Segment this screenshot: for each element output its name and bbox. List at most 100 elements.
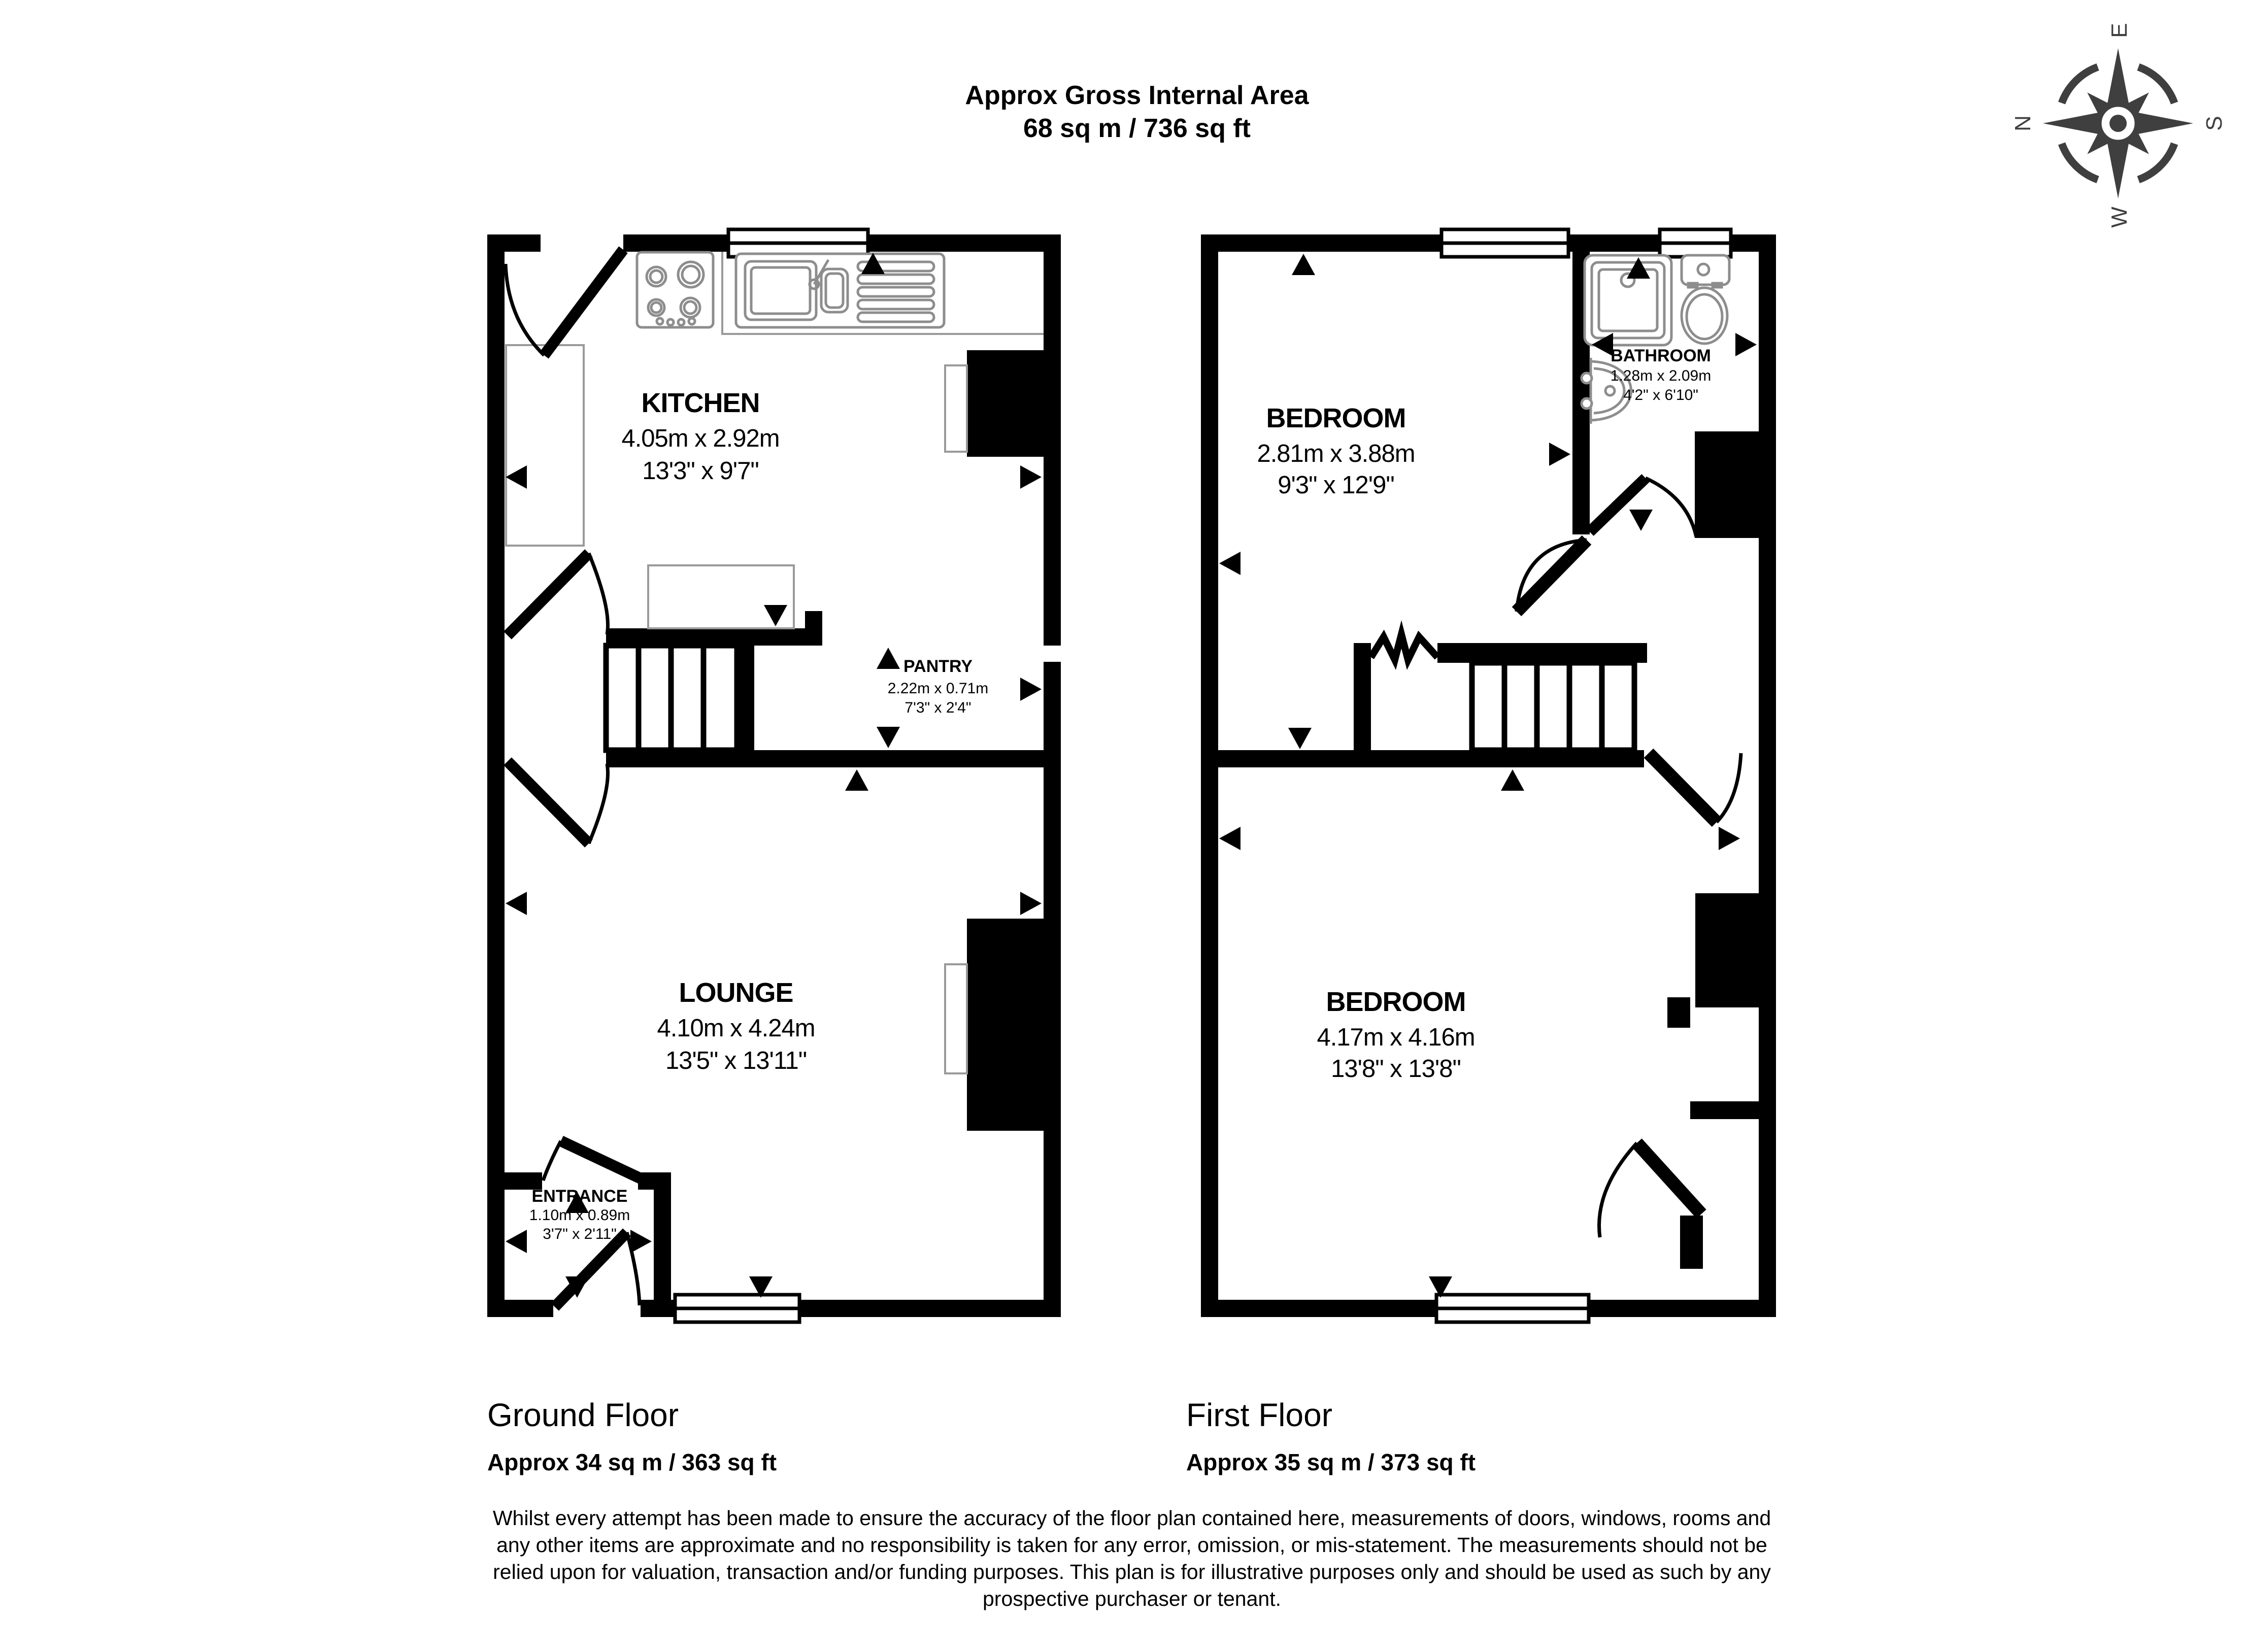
gf-hall-door-lower (504, 757, 610, 848)
first-floor-plan: BEDROOM 2.81m x 3.88m 9'3" x 12'9" BATHR… (1201, 227, 1776, 1324)
bedroom1-dim-metric: 2.81m x 3.88m (1257, 440, 1415, 467)
compass-hub-dot (2109, 115, 2127, 132)
gf-entrance-wall-left-stub (505, 1172, 542, 1190)
gf-arrow-down-pantry (877, 727, 900, 748)
ff-arrow-up-shower (1627, 257, 1650, 279)
gf-staircase (603, 643, 740, 753)
gf-arrow-right-kitchen (1020, 465, 1042, 489)
ff-arrow-down-divider (1288, 728, 1312, 749)
compass-ring-arc (2058, 142, 2099, 184)
ff-landing-wall-stub (1354, 643, 1371, 750)
ff-wall-left (1201, 234, 1218, 1317)
gf-arrow-up-kitchen (861, 253, 885, 274)
gf-front-door (551, 1228, 642, 1311)
bedroom1-label: BEDROOM (1266, 403, 1406, 433)
gf-arrow-right-pantry (1020, 678, 1042, 701)
ff-bedroom1-window (1439, 227, 1570, 259)
gf-kitchen-cupboard (505, 344, 585, 547)
ff-arrow-down-bathroom-door (1629, 510, 1653, 531)
pantry-label: PANTRY (903, 657, 973, 676)
ground-floor-caption: Ground Floor (487, 1397, 679, 1433)
entrance-dim-metric: 1.10m x 0.89m (529, 1207, 630, 1224)
ff-bedroom1-door (1512, 535, 1592, 617)
ff-arrow-up-bedroom1 (1292, 254, 1315, 275)
gf-arrow-up-entrance (565, 1192, 589, 1213)
bathroom-dim-imperial: 4'2" x 6'10" (1623, 387, 1698, 403)
bathroom-dim-metric: 1.28m x 2.09m (1611, 367, 1711, 384)
bedroom2-dim-metric: 4.17m x 4.16m (1317, 1024, 1474, 1051)
ff-arrow-right-bathroom (1735, 333, 1757, 356)
gf-lounge-chimney-breast (967, 919, 1061, 1131)
compass-ring-arc (2058, 63, 2099, 105)
ff-bedroom2-door (1644, 748, 1743, 827)
disclaimer-line-4: prospective purchaser or tenant. (983, 1587, 1281, 1610)
ff-arrow-down-bedroom2 (1429, 1276, 1452, 1298)
ff-alcove-recess (1690, 1007, 1759, 1101)
gf-arrow-right-entrance (630, 1230, 652, 1253)
pantry-dim-metric: 2.22m x 0.71m (888, 680, 988, 697)
gf-kitchen-door-opening (541, 232, 623, 254)
ff-arrow-left-bedroom1 (1219, 552, 1241, 575)
gf-arrow-left-lounge (506, 892, 527, 915)
gf-entrance-vertical-wall (654, 1190, 671, 1300)
toilet-icon (1680, 254, 1731, 345)
compass-ring-arc (2137, 142, 2178, 184)
compass-rose-icon: N E S W (2010, 23, 2227, 227)
ff-arrow-left-bedroom2 (1219, 827, 1241, 850)
disclaimer-line-2: any other items are approximate and no r… (496, 1533, 1767, 1557)
ff-chimney-breast (1695, 893, 1776, 1007)
gf-stairs-top-wall (606, 628, 822, 646)
gf-right-wall-notch (1044, 646, 1061, 662)
gf-stairwell-right-wall (737, 646, 754, 767)
kitchen-label: KITCHEN (642, 388, 760, 418)
kitchen-dim-imperial: 13'3" x 9'7" (642, 457, 758, 485)
bedroom2-label: BEDROOM (1326, 987, 1466, 1017)
ff-wall-right (1759, 234, 1776, 1317)
ff-arrow-up-divider (1501, 769, 1524, 791)
lounge-label: LOUNGE (679, 977, 793, 1008)
gf-kitchen-door (504, 246, 628, 359)
ff-bedroom2-window (1434, 1293, 1591, 1324)
first-floor-caption: First Floor (1186, 1397, 1332, 1433)
ff-alcove-bottom-band (1690, 1101, 1776, 1119)
gf-arrow-up-lounge (845, 769, 868, 791)
entrance-label: ENTRANCE (532, 1187, 628, 1206)
gf-stairs-top-wall-step (805, 611, 822, 628)
gf-wall-left (487, 234, 505, 1317)
ff-bathroom-window (1658, 227, 1733, 259)
bedroom2-dim-imperial: 13'8" x 13'8" (1331, 1055, 1461, 1083)
compass-e-label: E (2107, 23, 2132, 38)
gf-entrance-wall-right-stub (638, 1172, 671, 1190)
ff-alcove-door (1597, 1138, 1706, 1238)
compass-ring-arc (2137, 63, 2178, 105)
ff-arrow-left-bathroom (1592, 333, 1613, 356)
hob-icon (635, 251, 715, 329)
gf-kitchen-chimney-breast (967, 350, 1061, 457)
gf-arrow-down-entrance (565, 1276, 589, 1298)
lounge-dim-metric: 4.10m x 4.24m (657, 1015, 815, 1042)
ff-arrow-right-bedroom2 (1719, 827, 1740, 850)
ff-arrow-right-bedroom1 (1549, 443, 1570, 466)
entrance-dim-imperial: 3'7" x 2'11" (543, 1226, 617, 1242)
gf-entrance-inner-door (541, 1136, 643, 1184)
gf-lounge-window (673, 1293, 801, 1324)
gross-area-title: Approx Gross Internal Area (965, 81, 1309, 110)
gf-hall-door-upper (504, 549, 610, 639)
kitchen-dim-metric: 4.05m x 2.92m (621, 425, 779, 452)
gf-mid-divider-wall (606, 750, 1061, 767)
ff-stairs-top-wall (1437, 643, 1647, 663)
gf-lounge-radiator (944, 963, 968, 1074)
ground-floor-area: Approx 34 sq m / 363 sq ft (487, 1449, 777, 1475)
ff-alcove-stub (1667, 997, 1690, 1028)
basin-icon (1580, 358, 1632, 424)
ff-stair-break-line (1368, 620, 1440, 670)
disclaimer-line-3: relied upon for valuation, transaction a… (493, 1560, 1771, 1583)
compass-s-label: S (2202, 116, 2227, 130)
compass-n-label: N (2010, 115, 2035, 131)
first-floor-area: Approx 35 sq m / 373 sq ft (1186, 1449, 1476, 1475)
ff-door-stub (1680, 1216, 1703, 1269)
gf-arrow-down-kitchen (764, 605, 787, 626)
gf-kitchen-radiator (944, 364, 968, 453)
bedroom1-dim-imperial: 9'3" x 12'9" (1278, 471, 1394, 499)
